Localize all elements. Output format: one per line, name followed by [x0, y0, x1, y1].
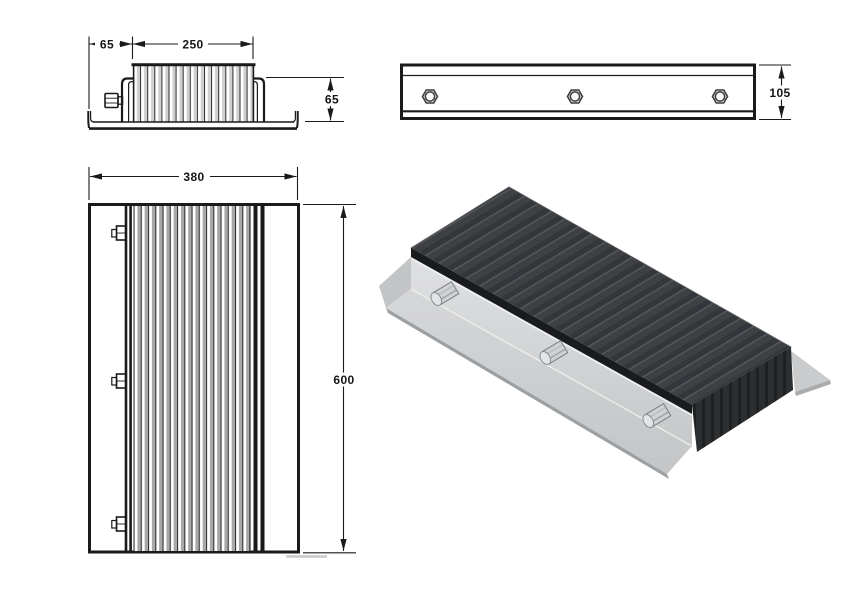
- end-view: 65 250 65: [87, 36, 344, 130]
- side-view-outline: [400, 63, 756, 120]
- plan-view-bolt-1: [111, 225, 127, 241]
- dim-label-250: 250: [182, 38, 203, 52]
- iso-left-end-cap: [379, 257, 411, 308]
- isometric-view: [379, 186, 831, 479]
- iso-bolt-1: [430, 281, 460, 306]
- iso-plate-edge: [386, 308, 669, 479]
- end-view-dim-height: 65: [266, 76, 344, 123]
- iso-base-far-flange: [791, 351, 830, 392]
- plan-view-dim-width: 380: [88, 167, 299, 200]
- plan-view-bolt-3: [111, 516, 127, 532]
- iso-base-far-edge: [795, 380, 831, 396]
- end-view-right-leg: [253, 77, 266, 122]
- iso-rubber-end: [692, 347, 793, 452]
- plan-view-rubber-ribs: [133, 206, 250, 551]
- plan-view-bolt-2: [111, 373, 127, 389]
- dim-label-380: 380: [183, 170, 204, 184]
- side-view-dim-height: 105: [759, 64, 797, 121]
- iso-flange-face: [386, 289, 692, 474]
- dim-label-105: 105: [769, 86, 790, 100]
- dim-label-65-height: 65: [325, 93, 339, 107]
- end-view-dim-flange: 65: [88, 36, 134, 109]
- end-view-rubber-block: [133, 64, 254, 122]
- end-view-left-leg: [120, 77, 133, 122]
- side-view: 105: [400, 63, 797, 121]
- iso-bolt-2: [539, 340, 569, 365]
- end-view-base-plate: [87, 111, 299, 130]
- plan-view-dim-length: 600: [303, 203, 360, 554]
- dim-label-600: 600: [333, 373, 354, 387]
- end-view-bolt: [104, 92, 124, 109]
- side-view-nut-1: [421, 89, 439, 104]
- plan-view: 380 600: [88, 167, 360, 558]
- end-view-dim-block: 250: [133, 36, 254, 59]
- iso-rubber-front: [411, 248, 692, 414]
- plan-view-outline: [88, 203, 300, 554]
- iso-bolt-3: [642, 403, 672, 428]
- side-view-nut-3: [711, 89, 729, 104]
- dim-label-65-flange: 65: [100, 38, 114, 52]
- side-view-nut-2: [566, 89, 584, 104]
